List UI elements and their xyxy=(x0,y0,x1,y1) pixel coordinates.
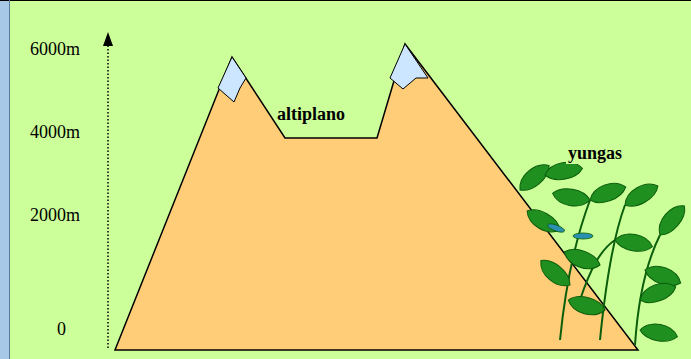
axis-arrowhead xyxy=(103,32,113,46)
plant-stems xyxy=(560,200,660,345)
blue-leaves xyxy=(547,222,593,239)
altitude-label: 6000m xyxy=(30,40,80,60)
region-label: yungas xyxy=(566,144,624,164)
side-border xyxy=(9,0,10,359)
snow-cap xyxy=(390,44,428,89)
leaves xyxy=(514,159,690,344)
altitude-label: 2000m xyxy=(30,206,80,226)
altitude-label: 4000m xyxy=(30,123,80,143)
mountain-range xyxy=(115,44,638,350)
top-border xyxy=(0,0,691,1)
snow-cap xyxy=(218,57,246,102)
side-strip xyxy=(0,0,9,359)
altitude-label: 0 xyxy=(57,320,66,340)
altitude-axis xyxy=(107,44,109,348)
region-label: altiplano xyxy=(277,105,345,125)
